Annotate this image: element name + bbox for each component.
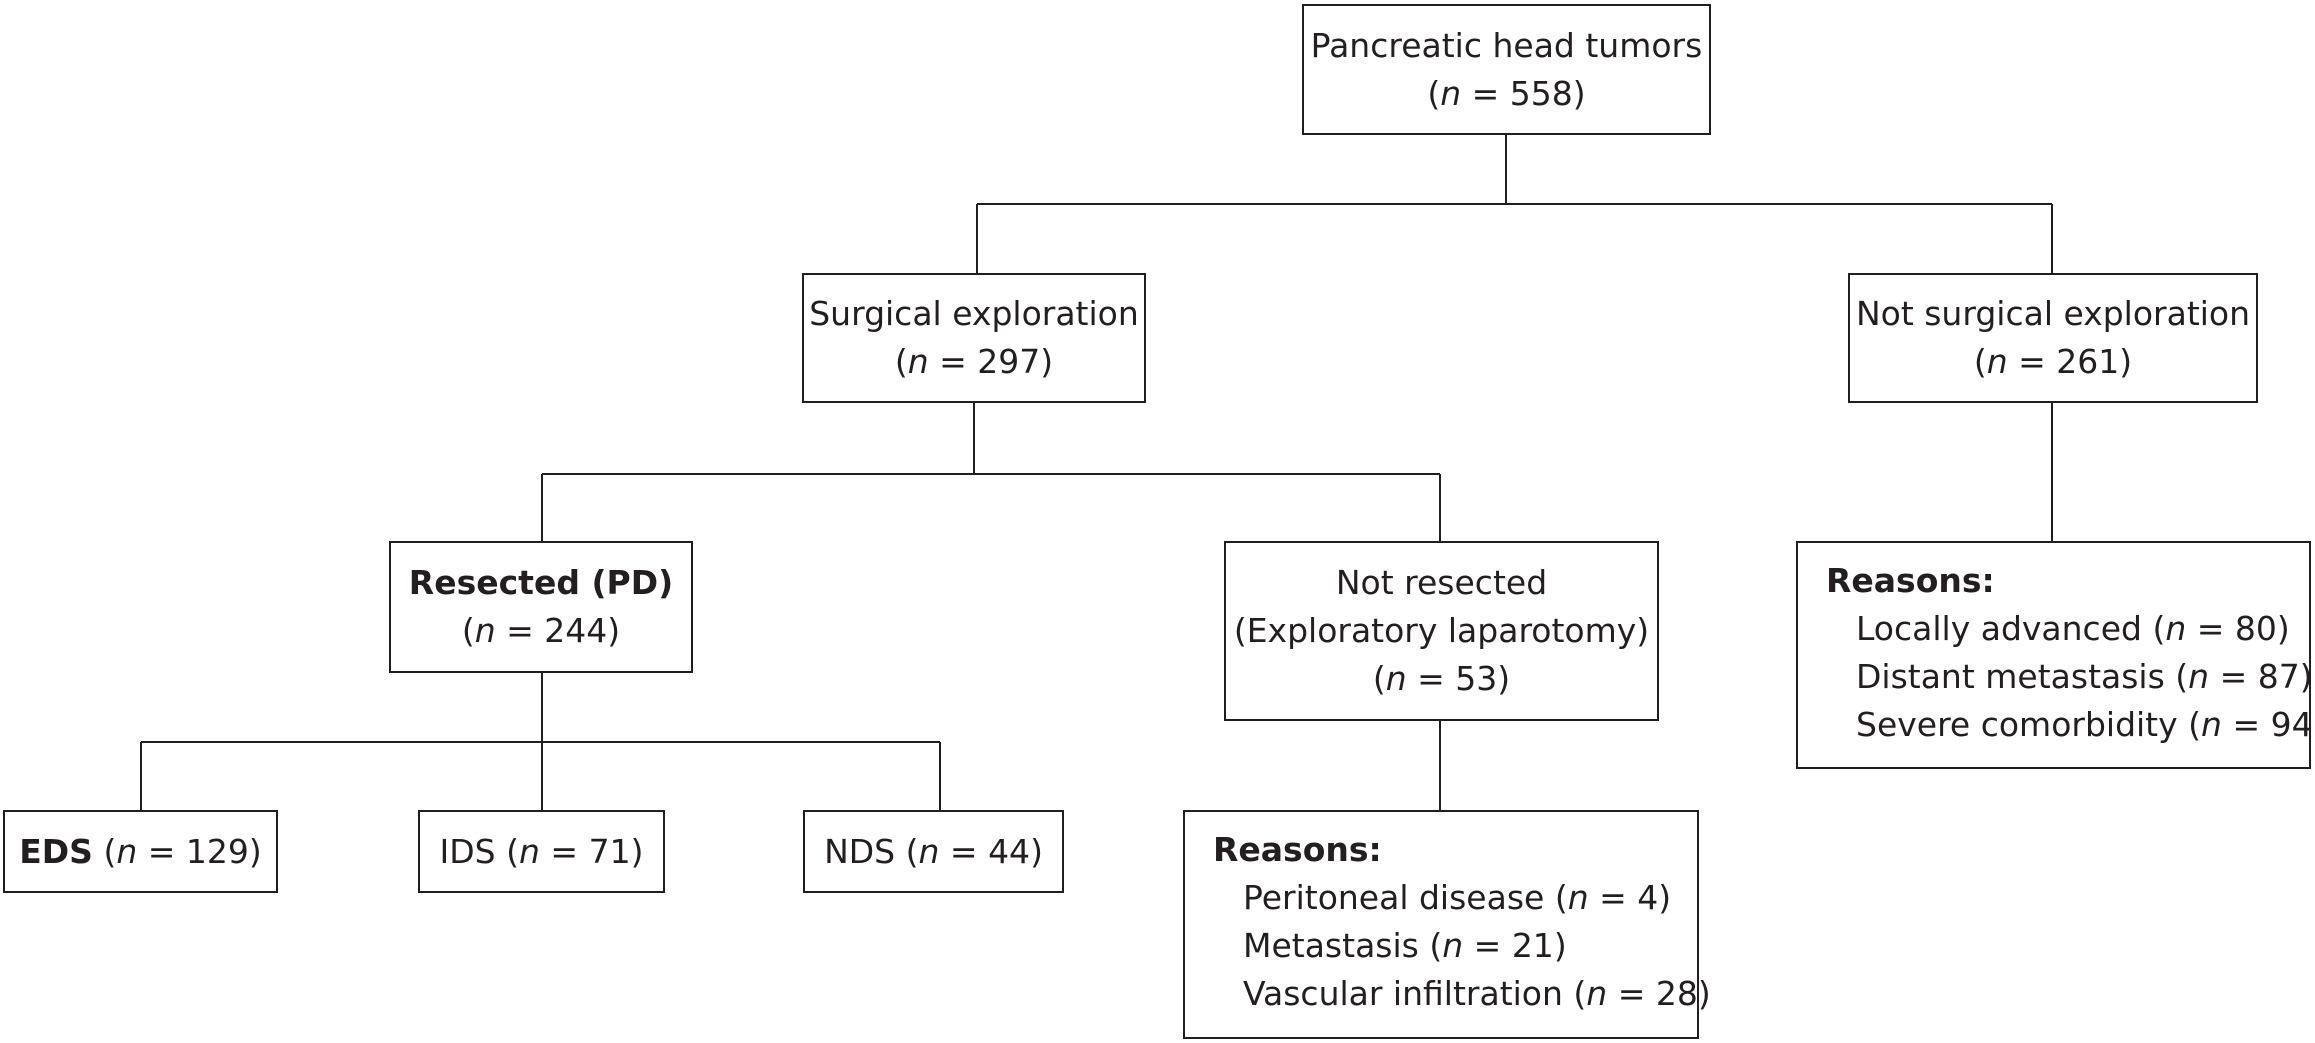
not-resected-reasons: Reasons: Peritoneal disease (n = 4) Meta… <box>1183 810 1711 1039</box>
nds-label: NDS (n = 44) <box>824 831 1043 871</box>
reasons-heading: Reasons: <box>1213 830 1382 869</box>
reason-item: Peritoneal disease (n = 4) <box>1243 878 1672 917</box>
reason-item: Vascular infiltration (n = 28) <box>1243 974 1711 1013</box>
reason-item: Severe comorbidity (n = 94) <box>1856 705 2315 744</box>
not-surgical-exploration-count: (n = 261) <box>1973 342 2133 381</box>
resected-node: Resected (PD) (n = 244) <box>389 541 693 673</box>
nds-node: NDS (n = 44) <box>803 810 1064 893</box>
reasons-heading: Reasons: <box>1826 561 1995 600</box>
reason-item: Metastasis (n = 21) <box>1243 926 1567 965</box>
not-resected-title: Not resected <box>1335 563 1548 602</box>
surgical-exploration-count: (n = 297) <box>894 342 1054 381</box>
eds-label: EDS (n = 129) <box>19 831 262 871</box>
root-count: (n = 558) <box>1427 73 1586 113</box>
ids-node: IDS (n = 71) <box>418 810 665 893</box>
not-resected-count: (n = 53) <box>1372 659 1511 698</box>
not-surgical-exploration-node: Not surgical exploration (n = 261) <box>1848 273 2258 403</box>
eds-node: EDS (n = 129) <box>3 810 278 893</box>
reason-item: Locally advanced (n = 80) <box>1856 609 2290 648</box>
root-title: Pancreatic head tumors <box>1310 25 1703 65</box>
not-resected-subtitle: (Exploratory laparotomy) <box>1233 611 1650 650</box>
ids-label: IDS (n = 71) <box>439 831 644 871</box>
resected-count: (n = 244) <box>461 611 621 650</box>
surgical-exploration-node: Surgical exploration (n = 297) <box>802 273 1146 403</box>
reason-item: Distant metastasis (n = 87) <box>1856 657 2313 696</box>
root-node: Pancreatic head tumors (n = 558) <box>1302 4 1711 135</box>
not-resected-node: Not resected (Exploratory laparotomy) (n… <box>1224 541 1659 721</box>
not-surgical-exploration-title: Not surgical exploration <box>1855 294 2251 333</box>
not-surgical-exploration-reasons: Reasons: Locally advanced (n = 80) Dista… <box>1796 541 2315 769</box>
surgical-exploration-title: Surgical exploration <box>809 294 1139 333</box>
resected-title: Resected (PD) <box>408 563 674 602</box>
